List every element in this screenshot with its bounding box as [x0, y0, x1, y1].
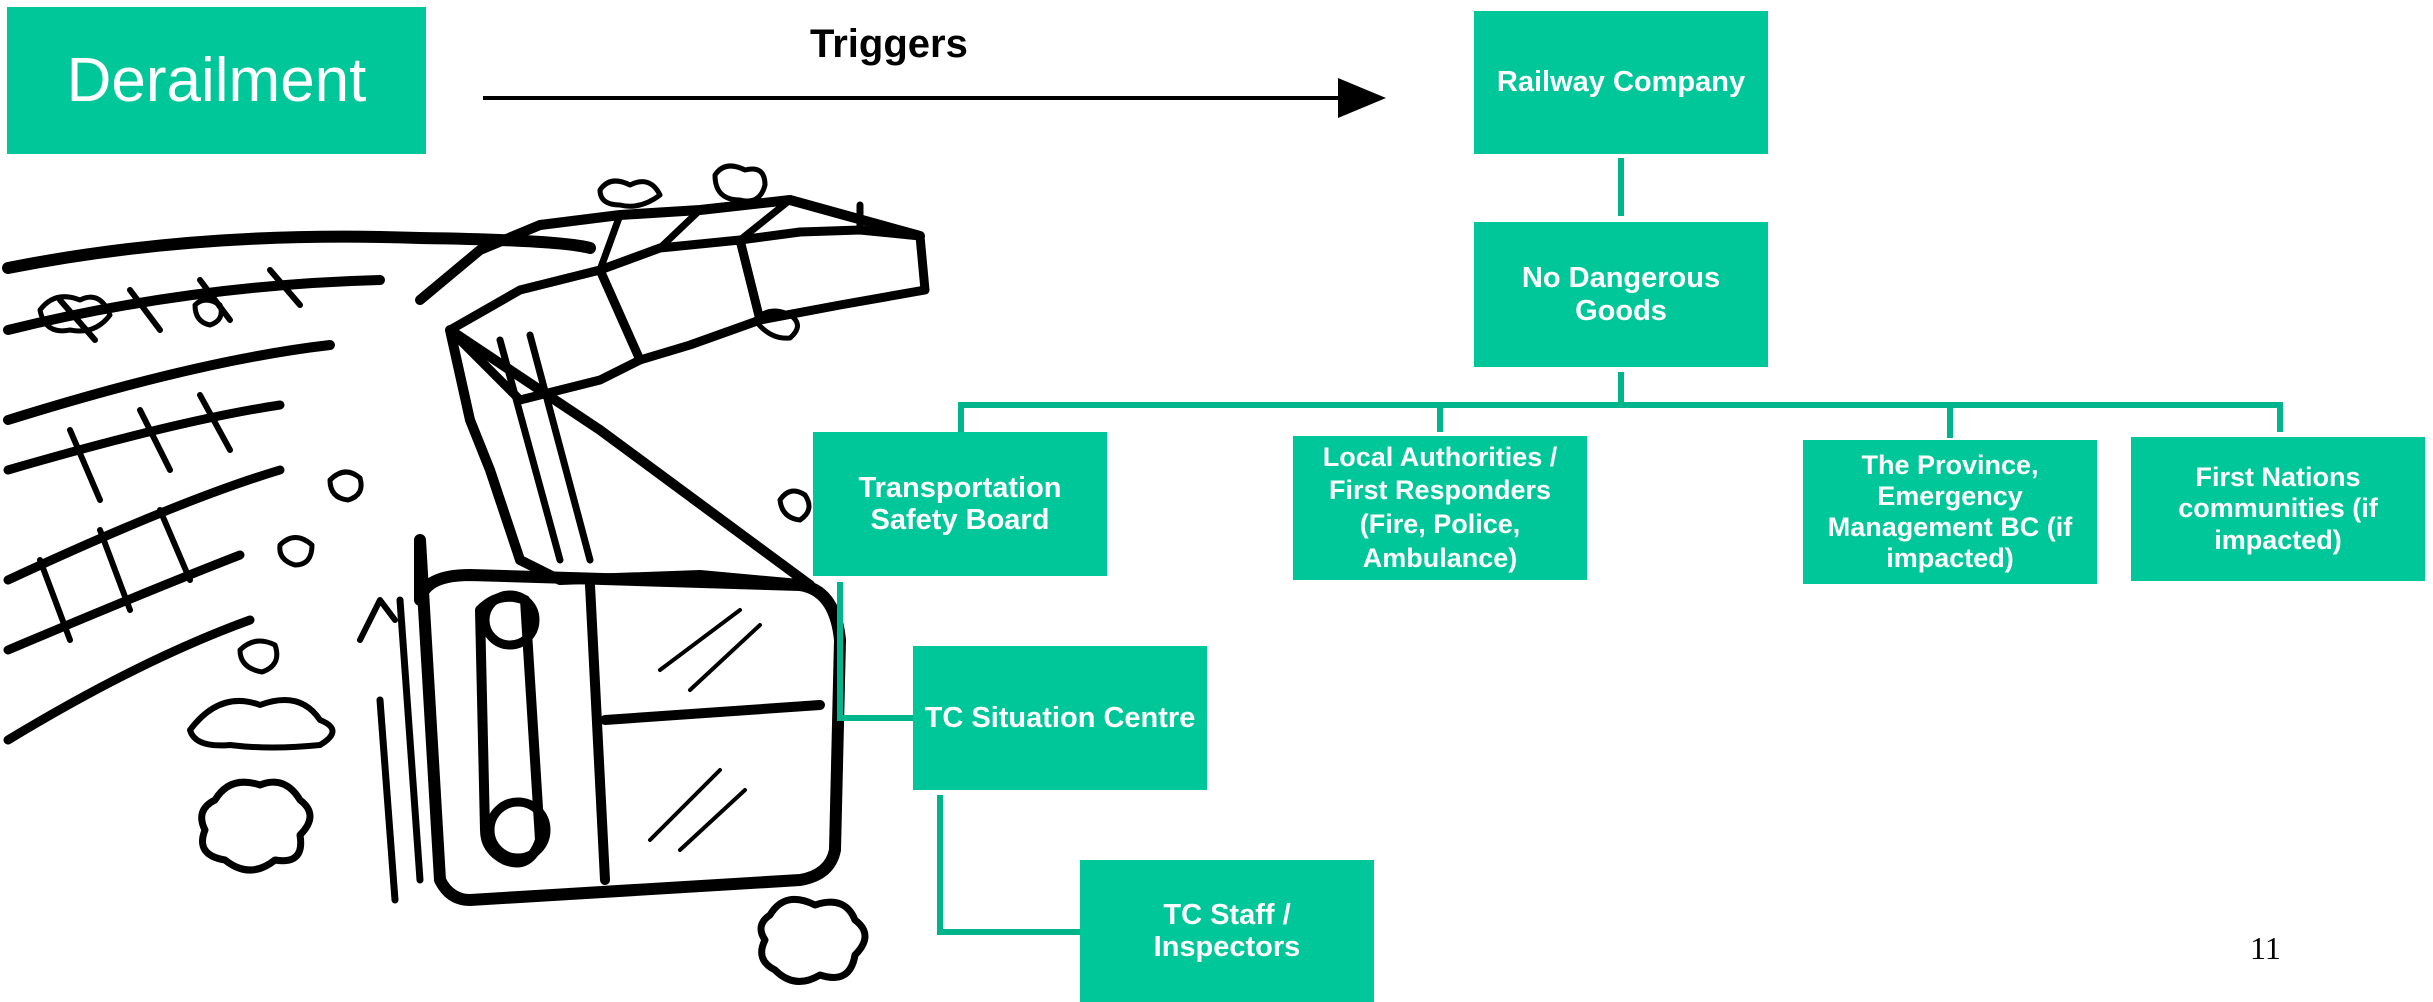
node-province-emergency-management: The Province, Emergency Management BC (i… [1803, 440, 2097, 584]
slide-title: Derailment [7, 7, 426, 154]
connector-tcsc-to-staff [937, 795, 1080, 935]
node-local-authorities: Local Authorities / First Responders (Fi… [1293, 436, 1587, 580]
node-first-nations: First Nations communities (if impacted) [2131, 437, 2425, 581]
connector-tsb-to-tcsc [837, 582, 913, 721]
node-tc-staff-inspectors: TC Staff / Inspectors [1080, 860, 1374, 1002]
node-no-dangerous-goods: No Dangerous Goods [1474, 222, 1768, 367]
node-transportation-safety-board: Transportation Safety Board [813, 432, 1107, 576]
connector-ndg-to-tsb [958, 402, 1621, 432]
triggers-label: Triggers [810, 22, 968, 66]
node-tc-situation-centre: TC Situation Centre [913, 646, 1207, 790]
node-railway-company: Railway Company [1474, 11, 1768, 154]
page-number: 11 [2250, 930, 2281, 966]
